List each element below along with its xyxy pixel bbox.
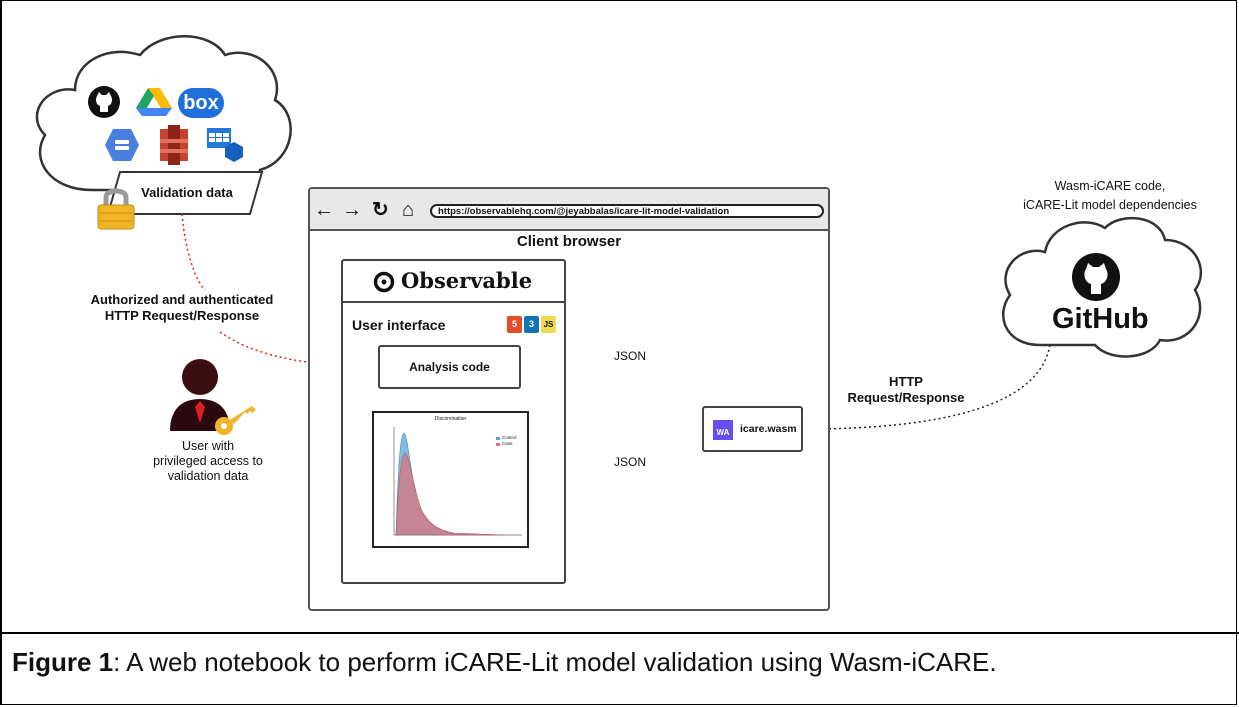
user-interface-label: User interface — [352, 317, 446, 333]
aws-s3-icon — [160, 125, 188, 165]
user-icon — [170, 359, 230, 431]
json-label-bottom: JSON — [613, 455, 646, 469]
auth-request-connector — [181, 213, 206, 291]
github-request-connector — [811, 344, 1051, 430]
observable-header: Observable — [343, 261, 564, 303]
http-request-label: HTTP Request/Response — [836, 374, 976, 406]
browser-toolbar: ← → ↻ ⌂ https://observablehq.com/@jeyabb… — [310, 189, 828, 231]
plot-title: Discrimination — [434, 416, 467, 422]
validation-data-label: Validation data — [141, 185, 233, 200]
plot-canvas — [393, 427, 522, 536]
google-cloud-storage-icon — [105, 129, 139, 161]
lock-icon — [97, 188, 135, 230]
auth-http-label: Authorized and authenticated HTTP Reques… — [70, 292, 294, 324]
http-request-line1: HTTP — [889, 374, 923, 389]
observable-logo-text: Observable — [401, 268, 533, 293]
discrimination-plot: Discrimination Control Case — [372, 411, 529, 548]
css3-icon: 3 — [524, 316, 539, 333]
github-wordmark: GitHub — [1052, 303, 1149, 335]
html5-icon: 5 — [507, 316, 522, 333]
webassembly-icon: WA — [713, 420, 733, 440]
address-bar[interactable]: https://observablehq.com/@jeyabbalas/ica… — [430, 204, 824, 218]
user-description: User with privileged access to validatio… — [128, 439, 288, 484]
user-line2: privileged access to — [153, 454, 263, 468]
observable-logo-icon — [373, 271, 395, 293]
box-icon: box — [178, 88, 224, 118]
auth-http-label-line2: HTTP Request/Response — [104, 308, 260, 323]
github-caption-line1: Wasm-iCARE code, — [1054, 179, 1166, 193]
icare-wasm-box: WA icare.wasm — [702, 406, 803, 452]
google-drive-icon — [136, 88, 172, 116]
reload-icon[interactable]: ↻ — [372, 199, 389, 221]
javascript-icon: JS — [541, 316, 556, 333]
browser-title: Client browser — [516, 233, 622, 250]
figure-label: Figure 1 — [12, 647, 114, 677]
legend-case-label: Case — [502, 441, 513, 446]
user-line3: validation data — [167, 469, 249, 483]
caption-separator — [0, 632, 1239, 634]
github-icon — [88, 86, 120, 118]
legend-case-swatch — [496, 443, 500, 446]
icare-wasm-label: icare.wasm — [740, 423, 797, 435]
key-icon — [215, 406, 256, 435]
figure-caption: Figure 1: A web notebook to perform iCAR… — [12, 642, 997, 682]
azure-table-storage-icon — [207, 128, 243, 162]
legend-control-label: Control — [502, 435, 517, 440]
home-icon[interactable]: ⌂ — [402, 199, 415, 221]
legend-control-swatch — [496, 437, 500, 440]
figure-caption-text: : A web notebook to perform iCARE-Lit mo… — [113, 647, 997, 677]
github-caption: Wasm-iCARE code, iCARE-Lit model depende… — [1000, 177, 1220, 215]
github-caption-line2: iCARE-Lit model dependencies — [1023, 198, 1197, 212]
github-octocat-icon — [1072, 253, 1120, 301]
user-line1: User with — [181, 439, 235, 453]
analysis-code-box: Analysis code — [378, 345, 521, 389]
auth-http-label-line1: Authorized and authenticated — [90, 292, 274, 307]
back-arrow-icon[interactable]: ← — [314, 199, 334, 221]
analysis-code-label: Analysis code — [409, 360, 490, 374]
validation-data-shape — [106, 171, 264, 215]
case-density-area — [395, 452, 505, 536]
http-request-line2: Request/Response — [847, 390, 965, 405]
json-label-top: JSON — [613, 349, 646, 363]
forward-arrow-icon[interactable]: → — [342, 199, 362, 221]
